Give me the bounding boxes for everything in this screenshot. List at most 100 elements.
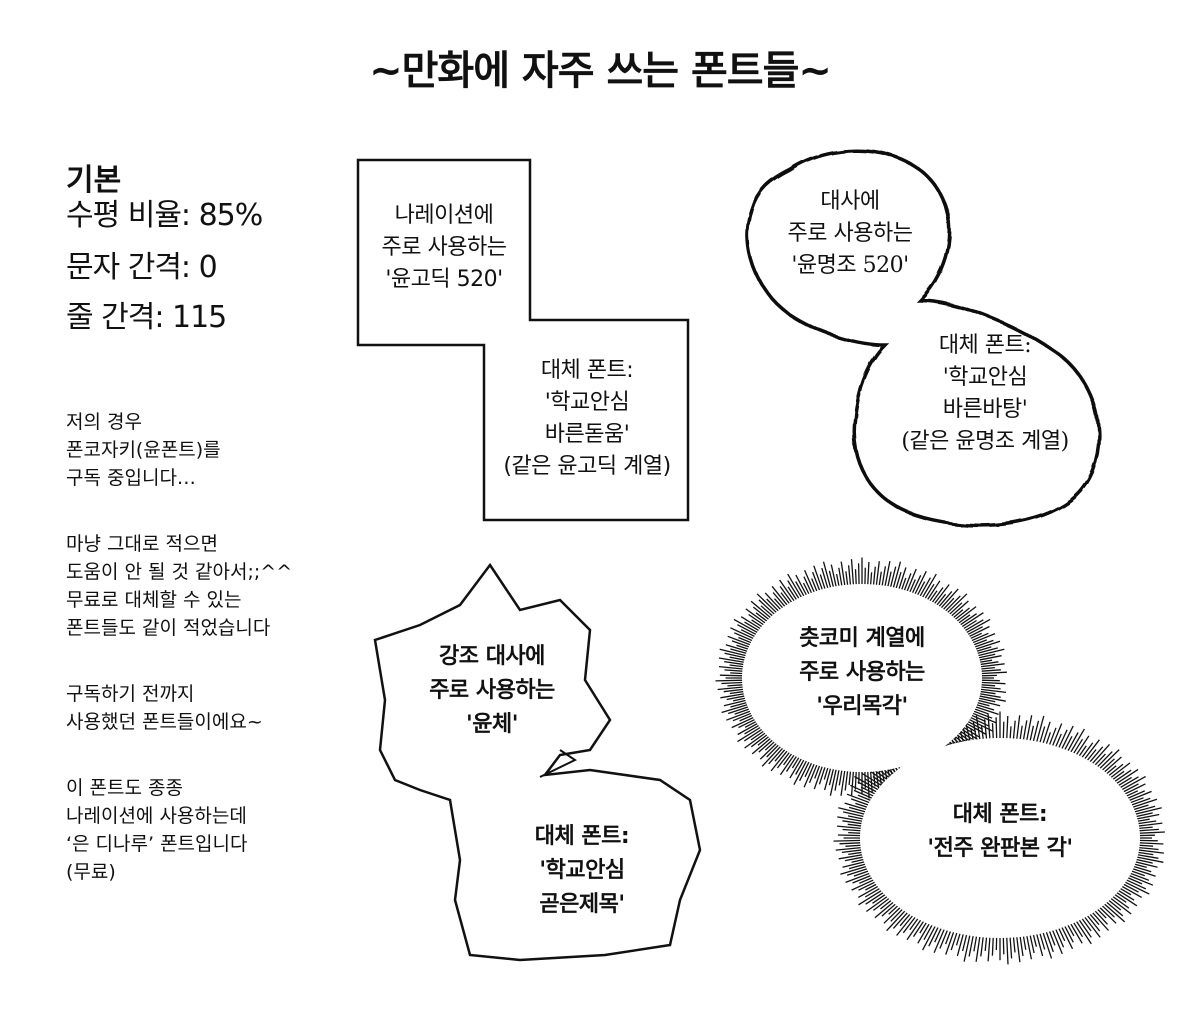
burst-hatch-line bbox=[834, 768, 840, 791]
burst-hatch-line bbox=[1009, 935, 1013, 959]
burst-hatch-line bbox=[835, 846, 863, 851]
burst-ellipse-fill bbox=[860, 738, 1140, 938]
burst-hatch-line bbox=[1045, 930, 1054, 953]
burst-hatch-line bbox=[858, 880, 877, 891]
note-line: 무료로 대체할 수 있는 bbox=[66, 589, 242, 611]
note-subscription: 저의 경우 폰코자키(윤폰트)를 구독 중입니다… bbox=[66, 408, 316, 492]
burst-hatch-line bbox=[1100, 904, 1115, 918]
burst-hatch-line bbox=[979, 663, 1005, 668]
emphasis-bubble bbox=[373, 562, 702, 962]
burst-hatch-line bbox=[751, 619, 764, 629]
burst-hatch-line bbox=[851, 858, 866, 863]
burst-hatch-line bbox=[861, 772, 884, 787]
burst-hatch-line bbox=[1032, 720, 1040, 743]
burst-hatch-line bbox=[922, 924, 937, 951]
burst-hatch-line bbox=[1113, 893, 1127, 903]
burst-hatch-line bbox=[844, 856, 865, 862]
text-line: 바른돋움' bbox=[544, 422, 630, 447]
burst-hatch-line bbox=[963, 724, 977, 733]
burst-hatch-line bbox=[964, 618, 991, 634]
burst-hatch-line bbox=[1019, 934, 1024, 957]
burst-hatch-line bbox=[1060, 925, 1074, 950]
burst-hatch-line bbox=[1118, 887, 1132, 896]
burst-hatch-line bbox=[1063, 924, 1074, 943]
burst-hatch-line bbox=[838, 567, 843, 588]
burst-hatch-line bbox=[837, 834, 863, 837]
burst-hatch-line bbox=[1135, 853, 1159, 859]
burst-hatch-line bbox=[838, 807, 867, 816]
text-line: 주로 사용하는 bbox=[787, 221, 913, 246]
note-line: 구독하기 전까지 bbox=[66, 683, 195, 705]
burst-hatch-line bbox=[770, 749, 789, 772]
burst-hatch-line bbox=[963, 933, 971, 962]
burst-hatch-line bbox=[1057, 926, 1066, 942]
burst-hatch-line bbox=[802, 582, 811, 596]
burst-hatch-line bbox=[869, 770, 887, 783]
burst-hatch-line bbox=[1120, 885, 1143, 898]
burst-hatch-line bbox=[1121, 783, 1139, 794]
burst-hatch-line bbox=[857, 781, 879, 794]
burst-hatch-line bbox=[1133, 860, 1158, 868]
burst-hatch-line bbox=[845, 844, 863, 847]
letter-spacing-text: 문자 간격: 0 bbox=[66, 250, 218, 285]
burst-hatch-line bbox=[779, 753, 796, 776]
burst-hatch-line bbox=[1077, 918, 1092, 938]
burst-hatch-line bbox=[913, 570, 927, 596]
burst-hatch-line bbox=[1075, 735, 1090, 757]
burst-hatch-line bbox=[955, 606, 977, 623]
burst-hatch-line bbox=[869, 572, 873, 587]
burst-hatch-line bbox=[738, 636, 753, 644]
burst-hatch-line bbox=[1091, 910, 1109, 931]
burst-hatch-line bbox=[752, 606, 771, 621]
burst-hatch-line bbox=[1102, 756, 1122, 774]
burst-hatch-line bbox=[1128, 797, 1144, 804]
burst-hatch-line bbox=[821, 567, 829, 590]
burst-hatch-line bbox=[755, 612, 769, 623]
burst-hatch-line bbox=[1109, 762, 1131, 780]
burst-hatch-line bbox=[750, 733, 769, 748]
burst-hatch-line bbox=[905, 568, 917, 594]
burst-hatch-line bbox=[1022, 934, 1027, 950]
burst-hatch-line bbox=[717, 686, 745, 691]
burst-hatch-line bbox=[928, 590, 938, 603]
burst-hatch-line bbox=[857, 794, 873, 802]
burst-hatch-line bbox=[848, 851, 864, 856]
burst-hatch-line bbox=[787, 586, 798, 602]
burst-ellipse-fill bbox=[742, 584, 982, 772]
burst-hatch-line bbox=[1025, 934, 1033, 960]
burst-hatch-line bbox=[1041, 721, 1051, 746]
burst-hatch-line bbox=[1134, 812, 1153, 818]
text-line: 주로 사용하는 bbox=[429, 678, 555, 703]
burst-hatch-line bbox=[1048, 929, 1056, 946]
burst-hatch-line bbox=[779, 579, 796, 603]
burst-hatch-line bbox=[731, 716, 756, 729]
burst-hatch-line bbox=[1137, 831, 1165, 834]
burst-hatch-line bbox=[850, 798, 871, 807]
burst-hatch-line bbox=[737, 722, 760, 736]
burst-hatch-line bbox=[1048, 727, 1057, 747]
burst-hatch-line bbox=[837, 825, 863, 830]
burst-hatch-line bbox=[842, 820, 864, 825]
burst-hatch-line bbox=[1135, 818, 1150, 823]
burst-hatch-line bbox=[1127, 790, 1152, 802]
text-line: '전주 완판본 각' bbox=[927, 836, 1073, 861]
burst-hatch-line bbox=[787, 580, 801, 601]
note-line: 나레이션에 사용하는데 bbox=[66, 805, 247, 827]
burst-hatch-line bbox=[795, 758, 806, 775]
burst-hatch-line bbox=[823, 766, 829, 780]
burst-hatch-line bbox=[1102, 902, 1126, 923]
burst-hatch-line bbox=[724, 660, 746, 666]
burst-hatch-line bbox=[934, 926, 943, 943]
burst-hatch-line bbox=[1054, 927, 1065, 948]
line-spacing-text: 줄 간격: 115 bbox=[66, 300, 227, 335]
burst-hatch-line bbox=[848, 806, 867, 813]
burst-hatch-line bbox=[883, 906, 902, 924]
burst-hatch-line bbox=[718, 665, 745, 670]
burst-hatch-line bbox=[838, 768, 843, 786]
burst-hatch-line bbox=[804, 761, 813, 778]
burst-hatch-line bbox=[791, 755, 801, 769]
burst-hatch-line bbox=[761, 744, 783, 767]
burst-hatch-line bbox=[848, 831, 863, 834]
burst-hatch-line bbox=[740, 629, 757, 638]
burst-hatch-line bbox=[865, 882, 879, 891]
